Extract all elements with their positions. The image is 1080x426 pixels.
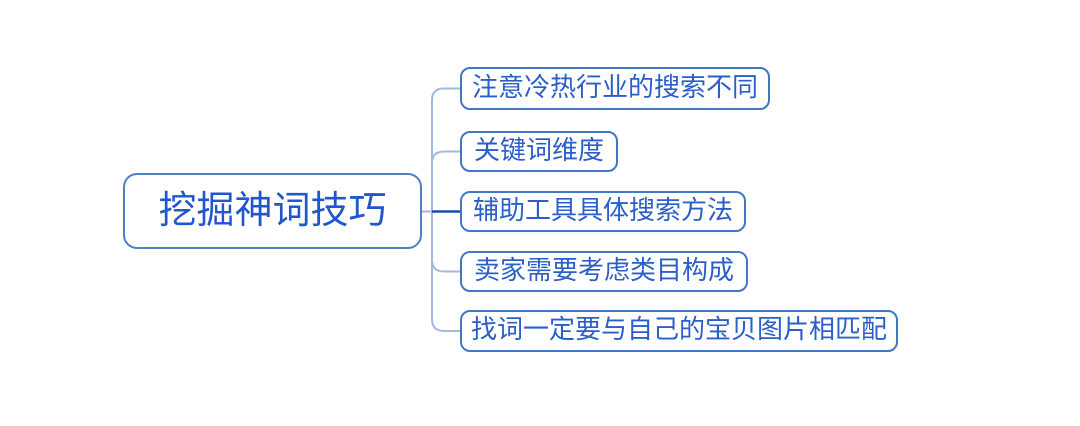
connector-branch-2 — [431, 150, 460, 164]
subtopic-label: 辅助工具具体搜索方法 — [472, 195, 733, 226]
subtopic-label: 找词一定要与自己的宝贝图片相匹配 — [470, 315, 887, 345]
subtopic-search-difference[interactable]: 注意冷热行业的搜索不同 — [460, 67, 770, 110]
subtopic-label: 关键词维度 — [473, 135, 604, 166]
subtopic-tool-search-method[interactable]: 辅助工具具体搜索方法 — [460, 191, 746, 232]
subtopic-label: 卖家需要考虑类目构成 — [473, 255, 734, 286]
root-topic[interactable]: 挖掘神词技巧 — [123, 173, 422, 249]
subtopic-word-image-match[interactable]: 找词一定要与自己的宝贝图片相匹配 — [460, 310, 898, 352]
root-topic-label: 挖掘神词技巧 — [158, 188, 387, 232]
connector-branch-4 — [431, 259, 460, 273]
subtopic-label: 注意冷热行业的搜索不同 — [471, 72, 758, 103]
subtopic-category-composition[interactable]: 卖家需要考虑类目构成 — [460, 251, 748, 292]
connector-branch-1 — [431, 87, 460, 101]
subtopic-keyword-dimension[interactable]: 关键词维度 — [460, 131, 618, 172]
connector-branch-5 — [431, 318, 460, 332]
